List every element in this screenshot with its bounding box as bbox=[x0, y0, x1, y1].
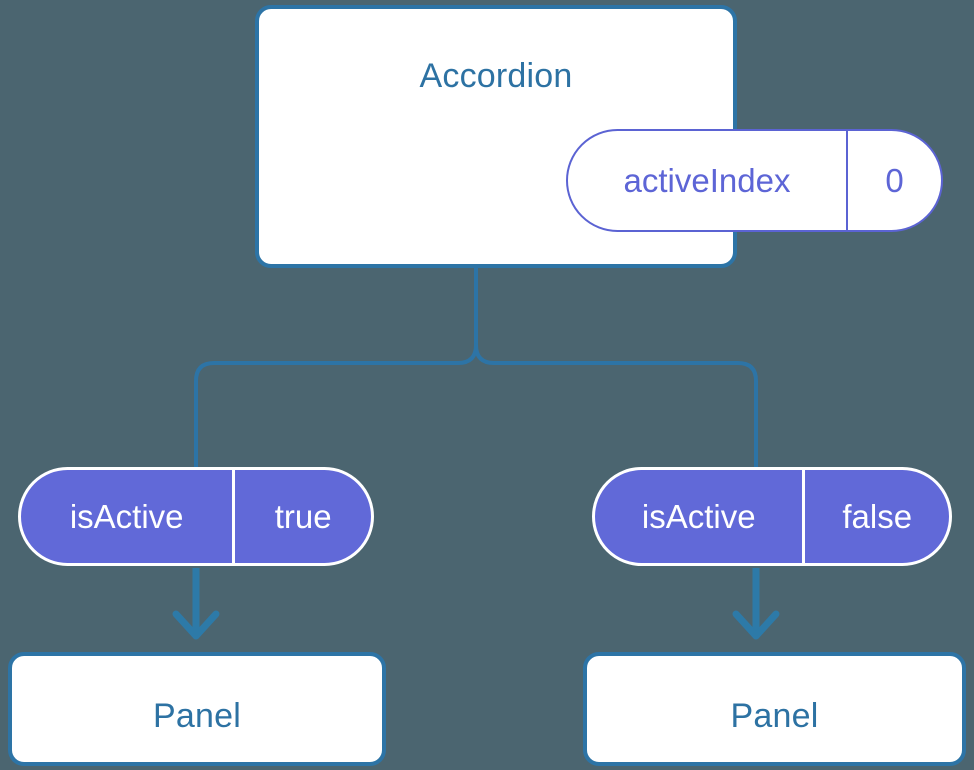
prop-pill-isactive-true-value: true bbox=[232, 470, 371, 563]
node-accordion[interactable]: Accordion activeIndex 0 bbox=[255, 5, 943, 268]
prop-pill-isactive-false-key: isActive bbox=[641, 498, 756, 535]
tree-connector-root-to-branches bbox=[194, 266, 478, 469]
node-panel-right[interactable]: Panel bbox=[583, 652, 966, 766]
panel-right-title: Panel bbox=[730, 697, 819, 735]
state-pill-activeindex-value: 0 bbox=[846, 131, 941, 230]
prop-pill-isactive-false-value: false bbox=[802, 470, 949, 563]
prop-pill-isactive-true-key: isActive bbox=[69, 498, 184, 535]
state-pill-activeindex-key: activeIndex bbox=[623, 162, 791, 199]
accordion-title: Accordion bbox=[419, 57, 573, 95]
node-panel-left[interactable]: Panel bbox=[8, 652, 386, 766]
state-pill-activeindex[interactable]: activeIndex 0 bbox=[566, 129, 943, 232]
prop-pill-isactive-false[interactable]: isActive false bbox=[592, 467, 952, 566]
arrow-left-pill-to-panel bbox=[172, 568, 220, 640]
panel-left-title: Panel bbox=[153, 697, 241, 735]
prop-pill-isactive-true[interactable]: isActive true bbox=[18, 467, 374, 566]
tree-connector-root-to-right-branch bbox=[474, 343, 758, 469]
arrow-right-pill-to-panel bbox=[732, 568, 780, 640]
